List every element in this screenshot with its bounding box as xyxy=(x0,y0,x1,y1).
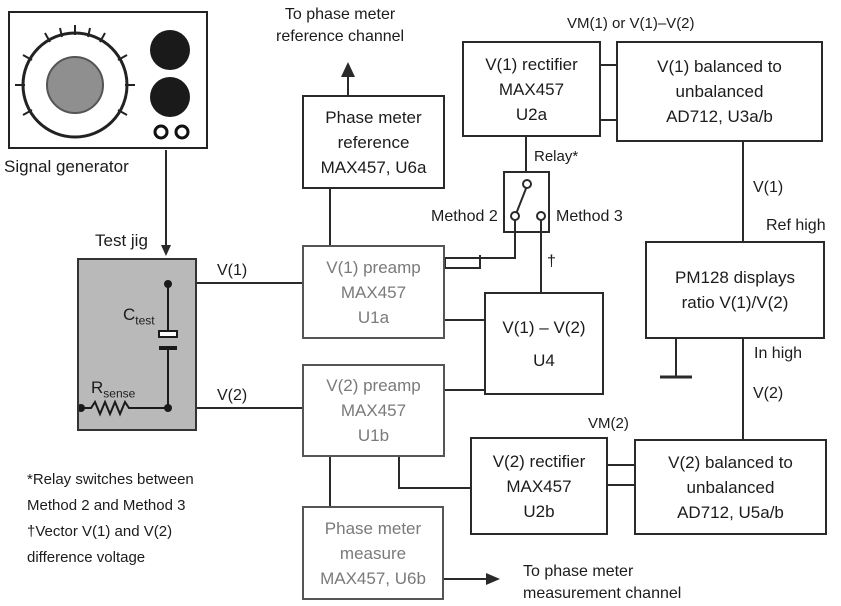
test-jig: Ctest Rsense xyxy=(77,258,197,431)
v2-preamp-box: V(2) preamp MAX457 U1b xyxy=(302,364,445,457)
footnote-line-2: Method 2 and Method 3 xyxy=(27,497,186,514)
relay-method3-contact xyxy=(536,211,546,221)
v2-pre-line-2: MAX457 xyxy=(340,401,407,420)
v1-bal-line-1: V(1) balanced to xyxy=(657,57,782,76)
v2-right-label: V(2) xyxy=(753,385,784,402)
output-jack-icon xyxy=(153,124,169,140)
pre2-to-rect2-wire xyxy=(398,455,475,489)
c-test-label: Ctest xyxy=(123,305,155,330)
phase-meas-line-1: Phase meter xyxy=(324,518,422,538)
upper-knob-icon xyxy=(150,30,190,70)
v2-rect-line-3: U2b xyxy=(523,501,555,521)
phase-ref-line-3: MAX457, U6a xyxy=(320,157,427,177)
pm128-line-1: PM128 displays xyxy=(674,268,795,287)
phase-meas-line-2: measure xyxy=(339,543,407,563)
diff-line-1: V(1) – V(2) xyxy=(502,317,586,337)
signal-generator-panel xyxy=(15,25,190,140)
relay-contact-arm xyxy=(515,185,528,215)
v2-rect-line-1: V(2) rectifier xyxy=(492,451,586,471)
v2-bal-line-1: V(2) balanced to xyxy=(668,452,793,472)
v2-rectifier-box: V(2) rectifier MAX457 U2b xyxy=(470,437,608,535)
relay-frame xyxy=(503,171,550,233)
signal-generator-label: Signal generator xyxy=(4,157,129,176)
method-3-label: Method 3 xyxy=(556,208,623,225)
test-jig-label: Test jig xyxy=(95,231,148,250)
v1-rect-line-2: MAX457 xyxy=(498,79,565,99)
dagger-label: † xyxy=(547,253,556,270)
footnote-line-3: †Vector V(1) and V(2) xyxy=(27,523,173,540)
v2-pre-line-3: U1b xyxy=(357,426,390,445)
phase-ref-line-1: Phase meter xyxy=(325,107,422,127)
v2-bal-line-2: unbalanced xyxy=(686,477,775,497)
generator-arrow xyxy=(161,245,171,256)
c-test-main: C xyxy=(123,305,136,324)
phase-meter-reference-box: Phase meter reference MAX457, U6a xyxy=(302,95,445,189)
phase-ref-line-2: reference xyxy=(337,132,410,152)
lower-knob-icon xyxy=(150,77,190,117)
r-sense-label: Rsense xyxy=(91,378,135,403)
v2-rect-line-2: MAX457 xyxy=(506,476,572,496)
v1-wire-label: V(1) xyxy=(217,262,248,279)
dial-knob xyxy=(46,56,104,114)
to-meas-line-2: measurement channel xyxy=(523,585,682,602)
pm128-line-2: ratio V(1)/V(2) xyxy=(681,293,789,312)
pm128-box: PM128 displays ratio V(1)/V(2) xyxy=(645,241,825,339)
vm1-label: VM(1) or V(1)–V(2) xyxy=(567,15,695,32)
phase-meas-line-3: MAX457, U6b xyxy=(320,568,426,588)
ref-high-label: Ref high xyxy=(766,217,826,234)
phase-meter-measure-box: Phase meter measure MAX457, U6b xyxy=(302,506,444,600)
v2-balanced-box: V(2) balanced to unbalanced AD712, U5a/b xyxy=(634,439,827,535)
v1-pre-line-3: U1a xyxy=(357,307,390,327)
to-meas-line-1: To phase meter xyxy=(523,563,634,580)
v2-pre-line-1: V(2) preamp xyxy=(326,376,421,395)
relay-method2-contact xyxy=(510,211,520,221)
v1-balanced-box: V(1) balanced to unbalanced AD712, U3a/b xyxy=(616,41,823,142)
v2-bal-line-3: AD712, U5a/b xyxy=(677,502,784,522)
vm2-label: VM(2) xyxy=(588,415,629,432)
diff-line-2: U4 xyxy=(533,350,555,370)
ground-jack-icon xyxy=(174,124,190,140)
v2-wire-label: V(2) xyxy=(217,387,248,404)
method-2-label: Method 2 xyxy=(431,208,498,225)
v1-bal-line-3: AD712, U3a/b xyxy=(666,107,773,126)
v1-rectifier-box: V(1) rectifier MAX457 U2a xyxy=(462,41,601,137)
v1-pre-line-1: V(1) preamp xyxy=(326,257,421,277)
footnotes: *Relay switches between Method 2 and Met… xyxy=(27,467,194,571)
to-reference-channel-label: To phase meter reference channel xyxy=(276,4,404,48)
r-sense-sub: sense xyxy=(103,386,136,401)
footnote-line-1: *Relay switches between xyxy=(27,471,194,488)
v1-right-label: V(1) xyxy=(753,179,784,196)
footnote-line-4: difference voltage xyxy=(27,549,146,566)
v1-bal-line-2: unbalanced xyxy=(675,82,764,101)
relay-label: Relay* xyxy=(534,148,579,165)
test-jig-circuit xyxy=(79,280,178,417)
signal-generator xyxy=(8,11,208,149)
v1-rect-line-3: U2a xyxy=(515,104,548,124)
c-test-sub: test xyxy=(135,313,155,328)
difference-box: V(1) – V(2) U4 xyxy=(484,292,604,395)
relay-common-contact xyxy=(522,179,532,189)
pre1-stub-wire xyxy=(445,255,481,269)
to-ref-arrow xyxy=(341,62,355,77)
in-high-label: In high xyxy=(754,345,803,362)
to-meas-arrow xyxy=(486,573,500,585)
v1-preamp-box: V(1) preamp MAX457 U1a xyxy=(302,245,445,339)
to-measurement-channel-label: To phase meter measurement channel xyxy=(523,561,681,605)
v1-rect-line-1: V(1) rectifier xyxy=(485,54,578,74)
to-ref-line-2: reference channel xyxy=(276,28,405,45)
v1-pre-line-2: MAX457 xyxy=(340,282,407,302)
to-ref-line-1: To phase meter xyxy=(284,6,396,23)
r-sense-main: R xyxy=(91,378,104,397)
